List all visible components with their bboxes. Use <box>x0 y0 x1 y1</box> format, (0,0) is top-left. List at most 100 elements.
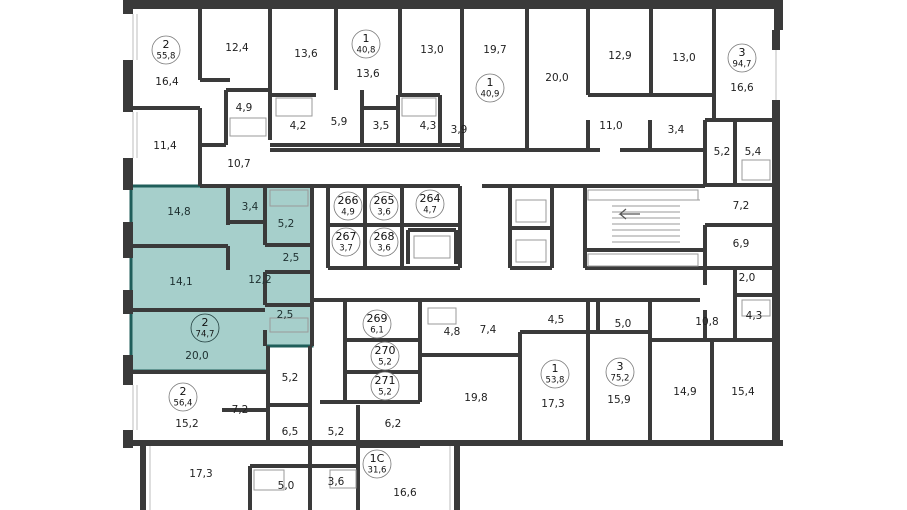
badge-circle <box>369 227 399 257</box>
badge-circle <box>362 309 392 339</box>
apartment-rooms: 3 <box>739 46 746 59</box>
room-area-label: 17,3 <box>541 398 564 410</box>
room-area-label: 19,7 <box>483 44 506 56</box>
room-area-label: 10,8 <box>695 316 718 328</box>
apartment-area: 4,7 <box>423 206 437 216</box>
room-area-label: 16,4 <box>155 76 179 88</box>
apartment-badge-apt-1-53-8[interactable]: 153,8 <box>540 359 570 389</box>
badge-circle <box>370 371 400 401</box>
apartment-area: 5,2 <box>378 358 392 368</box>
apartment-rooms: 268 <box>374 230 395 243</box>
room-area-label: 5,2 <box>282 372 299 384</box>
room-area-label: 4,3 <box>746 310 763 322</box>
apartment-area: 74,7 <box>196 330 215 340</box>
room-area-label: 3,5 <box>373 120 390 132</box>
apartment-rooms: 2 <box>163 38 170 51</box>
room-area-label: 6,9 <box>733 238 750 250</box>
badge-circle <box>331 227 361 257</box>
room-area-label: 3,6 <box>328 476 345 488</box>
room-area-label: 12,2 <box>248 274 271 286</box>
apartment-badge-apt-2-74-7[interactable]: 274,7 <box>190 313 220 343</box>
apartment-area: 5,2 <box>378 388 392 398</box>
apartment-area: 53,8 <box>546 376 565 386</box>
room-area-label: 7,4 <box>480 324 497 336</box>
apartment-area: 94,7 <box>733 60 752 70</box>
room-area-label: 10,7 <box>227 158 250 170</box>
badge-circle <box>370 341 400 371</box>
room-area-label: 7,2 <box>232 404 249 416</box>
room-area-label: 13,0 <box>672 52 695 64</box>
room-area-label: 4,2 <box>290 120 307 132</box>
room-area-label: 5,9 <box>331 116 348 128</box>
room-area-label: 5,2 <box>714 146 731 158</box>
apartment-area: 55,8 <box>157 52 176 62</box>
room-area-label: 5,0 <box>615 318 632 330</box>
room-area-label: 2,5 <box>277 309 294 321</box>
room-area-label: 20,0 <box>545 72 568 84</box>
apartment-area: 31,6 <box>368 466 387 476</box>
apartment-area: 4,9 <box>341 208 355 218</box>
room-area-label: 11,0 <box>599 120 622 132</box>
room-area-label: 6,2 <box>385 418 402 430</box>
apartment-area: 3,6 <box>377 208 391 218</box>
apartment-rooms: 271 <box>375 374 396 387</box>
apartment-badge-apt-1-40-9[interactable]: 140,9 <box>475 73 505 103</box>
apartment-badge-apt-3-75-2[interactable]: 375,2 <box>605 357 635 387</box>
apartment-area: 75,2 <box>611 374 630 384</box>
room-area-label: 5,4 <box>745 146 762 158</box>
apartment-area: 6,1 <box>370 326 384 336</box>
room-area-label: 12,9 <box>608 50 631 62</box>
apartment-badge-apt-3-94-7[interactable]: 394,7 <box>727 43 757 73</box>
room-area-label: 3,4 <box>242 201 259 213</box>
apartment-rooms: 267 <box>336 230 357 243</box>
room-area-label: 4,9 <box>236 102 253 114</box>
room-area-label: 7,2 <box>733 200 750 212</box>
apartment-badge-apt-2-56-4[interactable]: 256,4 <box>168 382 198 412</box>
badge-circle <box>605 357 635 387</box>
apartment-badge-apt-2-55-8[interactable]: 255,8 <box>151 35 181 65</box>
room-area-label: 19,8 <box>464 392 487 404</box>
room-area-label: 13,6 <box>294 48 318 60</box>
apartment-area: 3,7 <box>339 244 353 254</box>
badge-circle <box>351 29 381 59</box>
apartment-area: 56,4 <box>174 399 193 409</box>
apartment-rooms: 3 <box>617 360 624 373</box>
room-area-label: 14,8 <box>167 206 190 218</box>
apartment-rooms: 269 <box>367 312 388 325</box>
room-area-label: 12,4 <box>225 42 249 54</box>
badge-circle <box>151 35 181 65</box>
room-area-label: 4,5 <box>548 314 565 326</box>
room-area-label: 11,4 <box>153 140 177 152</box>
highlighted-apartment-area[interactable] <box>129 184 314 373</box>
apartment-rooms: 270 <box>375 344 396 357</box>
apartment-rooms: 1 <box>363 32 370 45</box>
room-area-label: 3,9 <box>451 124 468 136</box>
room-area-label: 5,0 <box>278 480 295 492</box>
apartment-rooms: 2 <box>202 316 209 329</box>
apartment-badge-apt-1-40-8[interactable]: 140,8 <box>351 29 381 59</box>
room-area-label: 13,0 <box>420 44 443 56</box>
badge-circle <box>362 449 392 479</box>
room-area-label: 5,2 <box>328 426 345 438</box>
room-area-label: 15,4 <box>731 386 755 398</box>
room-area-label: 2,0 <box>739 272 756 284</box>
apartment-rooms: 1 <box>552 362 559 375</box>
apartment-area: 40,8 <box>357 46 376 56</box>
apartment-rooms: 1 <box>487 76 494 89</box>
exterior-walls <box>123 0 783 510</box>
fixtures <box>229 97 771 491</box>
apartment-rooms: 2 <box>180 385 187 398</box>
apartment-rooms: 266 <box>338 194 359 207</box>
window-lines <box>132 14 777 510</box>
room-area-label: 6,5 <box>282 426 299 438</box>
